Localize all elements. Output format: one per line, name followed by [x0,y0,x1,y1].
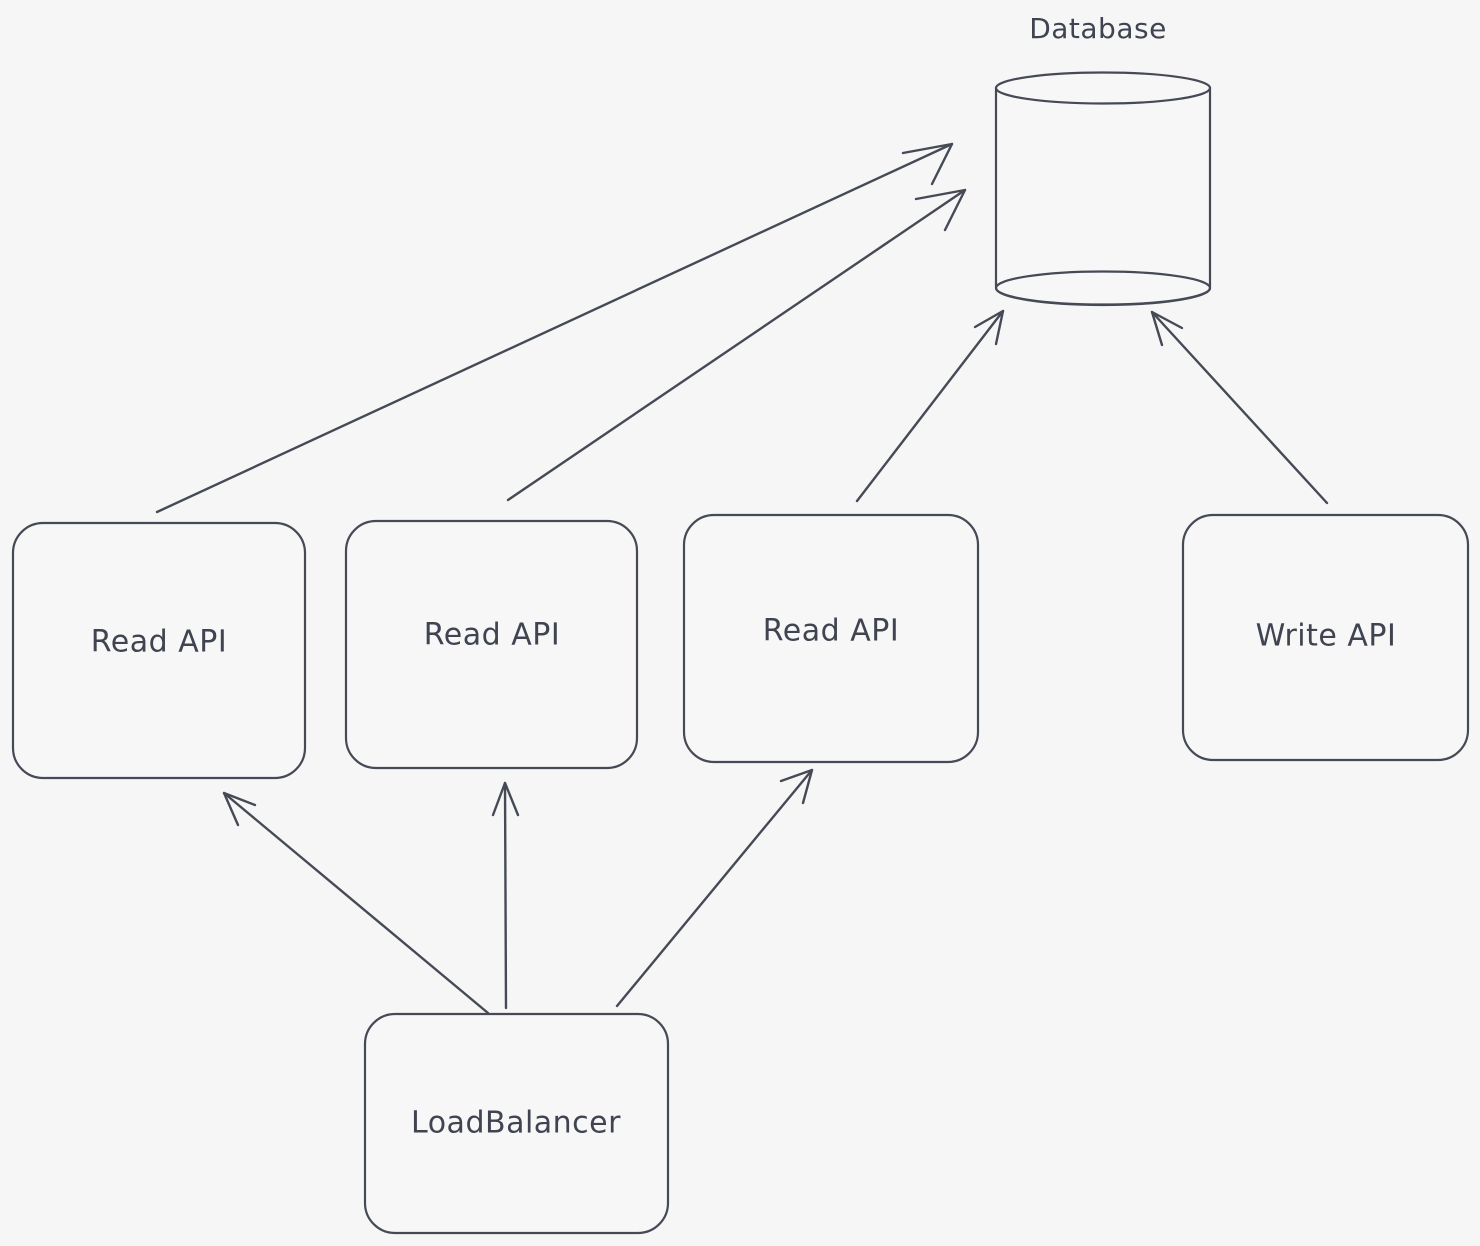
read-api-3-box [682,513,980,764]
read-api-1-label: Read API [91,625,227,660]
arrow-head-icon [491,781,520,817]
edge-read-api-2-to-database[interactable] [506,188,967,502]
cylinder-bottom-ellipse [994,270,1212,306]
read-api-2-box [344,519,639,770]
edge-load-balancer-to-read-api-3[interactable] [615,768,814,1008]
node-write-api[interactable]: Write API [1181,513,1470,762]
load-balancer-label: LoadBalancer [411,1106,621,1141]
arrow-head-icon [222,791,257,827]
edge-read-api-3-to-database[interactable] [855,309,1005,503]
cylinder-top-ellipse [994,71,1212,105]
node-read-api-1[interactable]: Read API [11,521,307,780]
node-database[interactable]: Database [994,12,1212,307]
edges-layer [155,142,1329,1015]
edge-read-api-1-to-database[interactable] [155,142,954,514]
edge-load-balancer-to-read-api-1[interactable] [222,791,490,1015]
edge-line [855,309,1005,503]
database-label: Database [1029,12,1167,45]
edge-line [503,781,508,1010]
load-balancer-box [363,1012,670,1235]
edge-line [615,768,814,1008]
node-read-api-2[interactable]: Read API [344,519,639,770]
node-load-balancer[interactable]: LoadBalancer [363,1012,670,1235]
arrow-head-icon [973,309,1005,346]
arrow-head-icon [901,142,954,186]
write-api-label: Write API [1256,619,1397,654]
read-api-1-box [11,521,307,780]
edge-line [222,791,490,1015]
edge-line [155,142,954,514]
node-read-api-3[interactable]: Read API [682,513,980,764]
read-api-3-label: Read API [763,614,899,649]
arrow-head-icon [914,188,967,232]
edge-line [1150,310,1329,505]
read-api-2-label: Read API [424,618,560,653]
arrow-head-icon [779,768,814,805]
arrow-head-icon [1150,310,1184,347]
edge-write-api-to-database[interactable] [1150,310,1329,505]
edge-line [506,188,967,502]
edge-load-balancer-to-read-api-2[interactable] [491,781,520,1010]
write-api-box [1181,513,1470,762]
